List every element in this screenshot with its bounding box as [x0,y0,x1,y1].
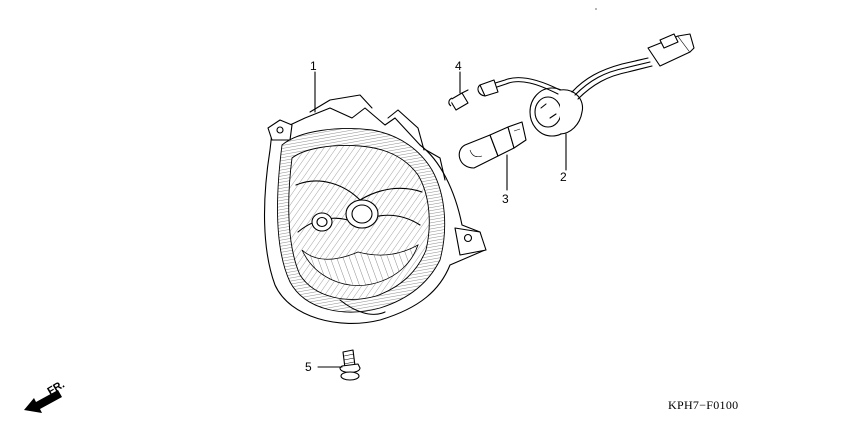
small-bulb [448,89,469,111]
speck [595,8,597,10]
front-label: FR. [45,379,66,398]
callout-number-1: 1 [310,59,317,73]
main-bulb [458,121,527,169]
screw [339,349,361,381]
callout-number-2: 2 [560,170,567,184]
callout-number-4: 4 [455,59,462,73]
leader-lines [314,71,567,368]
front-direction-indicator: FR. [24,379,67,413]
headlight-unit [263,94,487,324]
front-arrow-icon [24,390,62,413]
callout-number-5: 5 [305,360,312,374]
callout-number-3: 3 [502,192,509,206]
bulb-socket-harness [477,33,695,137]
diagram-code: KPH7−F0100 [668,398,738,412]
